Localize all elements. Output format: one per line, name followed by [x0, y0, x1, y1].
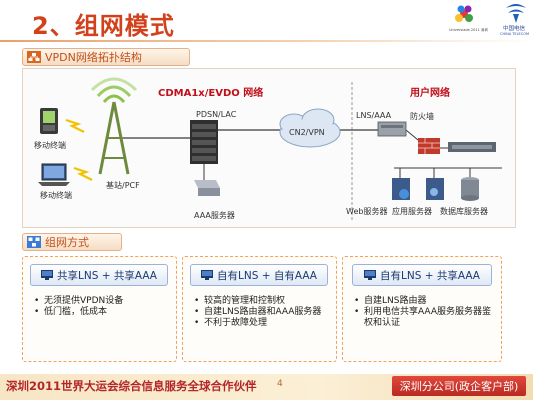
feature-item: 利用电信共享AAA服务服务器鉴权和认证 [354, 307, 498, 329]
web-server-label: Web服务器 [346, 207, 388, 216]
link-lns-fw [405, 129, 419, 141]
web-server-icon [392, 178, 410, 200]
china-telecom-name: 中国电信 [503, 26, 526, 32]
monitor-icon [201, 270, 213, 280]
feature-item: 自建LNS路由器 [354, 296, 498, 307]
title-divider [0, 40, 533, 42]
app-server-icon [426, 178, 444, 200]
database-server-icon [461, 177, 479, 201]
wireless-lightning-icon [73, 166, 93, 181]
pdsn-label: PDSN/LAC [196, 110, 237, 119]
topology-section-header: VPDN网络拓扑结构 [22, 48, 190, 66]
feature-item: 无须提供VPDN设备 [34, 296, 172, 307]
mode-card-2-header: 自有LNS + 自有AAA [190, 264, 328, 286]
china-telecom-sub: CHINA TELECOM [500, 32, 529, 36]
db-server-label: 数据库服务器 [440, 207, 488, 216]
cloud-label: CN2/VPN [289, 128, 325, 137]
slide-title: 2、组网模式 [32, 12, 175, 40]
network-icon [27, 51, 41, 63]
app-server-label: 应用服务器 [392, 207, 432, 216]
user-network-title: 用户网络 [410, 88, 450, 99]
pdsn-server-rack-icon [190, 120, 218, 164]
laptop-icon [38, 163, 70, 186]
mobile-terminal-label-2: 移动终端 [40, 191, 72, 200]
base-station-label: 基站/PCF [106, 181, 140, 190]
mode-card-1-features: 无须提供VPDN设备 低门槛，低成本 [34, 296, 172, 318]
page-number: 4 [277, 379, 283, 389]
mobile-terminal-label-1: 移动终端 [34, 141, 66, 150]
logo-area [450, 2, 530, 42]
base-station-tower-icon [90, 77, 138, 175]
universiade-logo-icon [455, 5, 473, 22]
lns-router-icon [377, 121, 407, 137]
topology-diagram [38, 77, 502, 220]
pda-device-icon [40, 108, 58, 134]
mode-card-2-features: 较高的管理和控制权 自建LNS路由器和AAA服务器 不利于故障处理 [194, 296, 334, 329]
universiade-caption: Universiade 2011 深圳 [449, 28, 488, 32]
cdma-network-title: CDMA1x/EVDO 网络 [158, 88, 264, 99]
monitor-icon [364, 270, 376, 280]
mode-section-header: 组网方式 [22, 233, 122, 251]
footer-partner-text: 深圳2011世界大运会综合信息服务全球合作伙伴 [6, 379, 257, 393]
lns-aaa-label: LNS/AAA [356, 111, 392, 120]
aaa-server-icon [194, 180, 220, 196]
wireless-lightning-icon [65, 118, 85, 133]
aaa-server-label: AAA服务器 [194, 211, 235, 220]
grid-network-icon [27, 236, 41, 248]
mode-section-title: 组网方式 [45, 236, 89, 249]
monitor-icon [41, 270, 53, 280]
mode-card-3-features: 自建LNS路由器 利用电信共享AAA服务服务器鉴权和认证 [354, 296, 498, 329]
cn2-vpn-cloud-icon [279, 108, 341, 148]
feature-item: 自建LNS路由器和AAA服务器 [194, 307, 334, 318]
feature-item: 不利于故障处理 [194, 318, 334, 329]
mode-card-3-title: 自有LNS + 共享AAA [380, 269, 480, 282]
mode-card-1-title: 共享LNS + 共享AAA [57, 269, 157, 282]
mode-card-1-header: 共享LNS + 共享AAA [30, 264, 168, 286]
feature-item: 低门槛，低成本 [34, 307, 172, 318]
switch-icon [448, 142, 496, 152]
firewall-icon [418, 138, 440, 154]
topology-section-title: VPDN网络拓扑结构 [45, 51, 142, 64]
feature-item: 较高的管理和控制权 [194, 296, 334, 307]
mode-card-2-title: 自有LNS + 自有AAA [217, 269, 317, 282]
footer-branch-label: 深圳分公司(政企客户部) [392, 376, 526, 396]
firewall-label: 防火墙 [410, 112, 434, 121]
mode-card-3-header: 自有LNS + 共享AAA [352, 264, 492, 286]
china-telecom-logo-icon [506, 4, 526, 23]
